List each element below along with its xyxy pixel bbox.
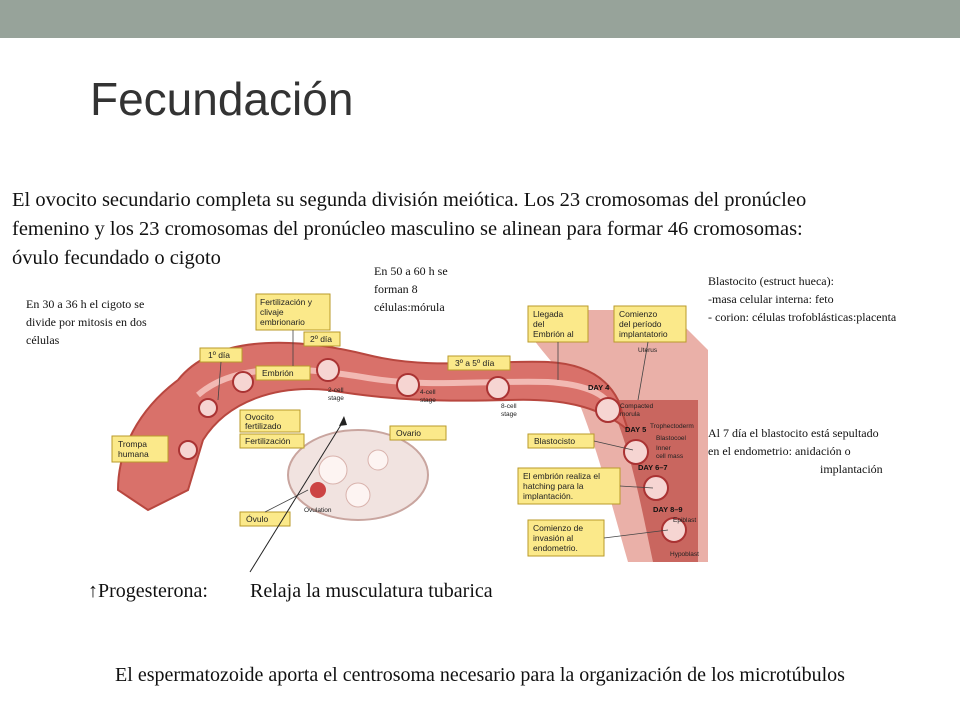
box-fertilizacion-clivaje: Fertilización y clivaje embrionario <box>255 293 331 331</box>
note-line: divide por mitosis en dos <box>26 315 147 329</box>
intro-paragraph: El ovocito secundario completa su segund… <box>12 186 952 273</box>
note-line: Blastocito (estruct hueca): <box>708 274 834 288</box>
header-bar <box>0 0 960 38</box>
svg-text:implantación.: implantación. <box>523 491 573 501</box>
svg-text:Fertilización: Fertilización <box>245 436 291 446</box>
svg-text:Comienzo de: Comienzo de <box>533 523 583 533</box>
note-line: forman 8 <box>374 282 418 296</box>
svg-text:Llegada: Llegada <box>533 309 564 319</box>
ovulating-follicle <box>310 482 326 498</box>
label-inner: Inner <box>656 445 672 452</box>
follicle <box>345 482 371 508</box>
note-blastocito: Blastocito (estruct hueca): -masa celula… <box>708 272 960 326</box>
note-implantacion: Al 7 día el blastocito está sepultado en… <box>708 424 948 478</box>
box-llegada: Llegada del Embrión al <box>527 305 589 343</box>
slide-title: Fecundación <box>90 73 354 125</box>
svg-text:del período: del período <box>619 319 662 329</box>
progesterona-line: ↑Progesterona: Relaja la musculatura tuba… <box>88 580 493 603</box>
label-4cell: stage <box>420 397 436 404</box>
svg-text:2º día: 2º día <box>310 334 332 344</box>
svg-text:Ovario: Ovario <box>396 428 421 438</box>
svg-text:implantatorio: implantatorio <box>619 329 668 339</box>
label-trophectoderm: Trophectoderm <box>650 423 694 430</box>
svg-text:El embrión realiza el: El embrión realiza el <box>523 471 600 481</box>
note-morula: En 50 a 60 h se forman 8 células:mórula <box>374 262 494 316</box>
svg-text:Trompa: Trompa <box>118 439 147 449</box>
intro-line: femenino y los 23 cromosomas del pronúcl… <box>12 218 803 240</box>
label-epiblast: Epiblast <box>673 517 696 524</box>
svg-text:3º a 5º día: 3º a 5º día <box>455 358 495 368</box>
box-ovulo: Óvulo <box>239 511 291 527</box>
follicle <box>318 455 348 485</box>
progesterona-label: ↑Progesterona: <box>88 580 208 602</box>
note-line: En 30 a 36 h el cigoto se <box>26 297 145 311</box>
label-ovulation: Ovulation <box>304 507 332 514</box>
label-hypoblast: Hypoblast <box>670 551 699 558</box>
label-inner: cell mass <box>656 453 684 460</box>
svg-text:Embrión al: Embrión al <box>533 329 574 339</box>
svg-text:1º día: 1º día <box>208 350 230 360</box>
note-line: implantación <box>820 462 883 476</box>
note-line: En 50 a 60 h se <box>374 264 448 278</box>
intro-line: El ovocito secundario completa su segund… <box>12 189 807 211</box>
svg-text:fertilizado: fertilizado <box>245 421 282 431</box>
box-dia3-5: 3º a 5º día <box>447 355 511 371</box>
label-2cell: 2-cell <box>328 387 344 394</box>
label-8cell: 8-cell <box>501 403 517 410</box>
label-compacted: Compacted <box>620 403 654 410</box>
box-fertilizacion: Fertilización <box>239 433 305 449</box>
svg-text:del: del <box>533 319 544 329</box>
box-ovario: Ovario <box>389 425 447 441</box>
box-invasion: Comienzo de invasión al endometrio. <box>527 519 605 557</box>
follicle <box>367 449 389 471</box>
svg-text:humana: humana <box>118 449 149 459</box>
svg-text:Fertilización y: Fertilización y <box>260 297 313 307</box>
box-ovocito: Ovocito fertilizado <box>239 409 301 433</box>
box-embrion: Embrión <box>255 365 311 381</box>
label-day4: DAY 4 <box>588 383 610 392</box>
box-blastocisto: Blastocisto <box>527 433 595 449</box>
svg-text:endometrio.: endometrio. <box>533 543 578 553</box>
label-uterus: Uterus <box>638 347 658 354</box>
note-line: células <box>26 333 60 347</box>
svg-text:Ovocito: Ovocito <box>245 412 274 422</box>
note-line: células:mórula <box>374 300 445 314</box>
svg-text:hatching para la: hatching para la <box>523 481 584 491</box>
note-line: en el endometrio: anidación o <box>708 444 851 458</box>
svg-text:Comienzo: Comienzo <box>619 309 658 319</box>
progesterona-effect: Relaja la musculatura tubarica <box>249 580 493 602</box>
label-blastocoel: Blastocoel <box>656 435 687 442</box>
box-hatching: El embrión realiza el hatching para la i… <box>517 467 621 505</box>
box-dia1: 1º día <box>199 347 243 363</box>
label-day89: DAY 8–9 <box>653 505 683 514</box>
box-trompa: Trompa humana <box>111 435 169 463</box>
label-2cell: stage <box>328 395 344 402</box>
box-comienzo-periodo: Comienzo del período implantatorio <box>613 305 687 343</box>
intro-line: óvulo fecundado o cigoto <box>12 247 221 269</box>
fertilization-diagram: Fertilización y clivaje embrionario 2º d… <box>111 293 708 562</box>
bottom-statement: El espermatozoide aporta el centrosoma n… <box>115 664 845 686</box>
svg-text:clivaje: clivaje <box>260 307 284 317</box>
svg-text:Blastocisto: Blastocisto <box>534 436 575 446</box>
note-line: Al 7 día el blastocito está sepultado <box>708 426 879 440</box>
svg-text:Óvulo: Óvulo <box>246 514 268 524</box>
label-day67: DAY 6–7 <box>638 463 668 472</box>
note-line: - corion: células trofoblásticas:placent… <box>708 310 897 324</box>
svg-text:invasión al: invasión al <box>533 533 573 543</box>
label-8cell: stage <box>501 411 517 418</box>
svg-text:Embrión: Embrión <box>262 368 294 378</box>
note-mitosis: En 30 a 36 h el cigoto se divide por mit… <box>26 295 196 349</box>
label-day5: DAY 5 <box>625 425 646 434</box>
embryo-stages <box>178 358 687 543</box>
svg-text:embrionario: embrionario <box>260 317 305 327</box>
box-dia2: 2º día <box>303 331 341 347</box>
note-line: -masa celular interna: feto <box>708 292 834 306</box>
label-4cell: 4-cell <box>420 389 436 396</box>
label-compacted: morula <box>620 411 640 418</box>
